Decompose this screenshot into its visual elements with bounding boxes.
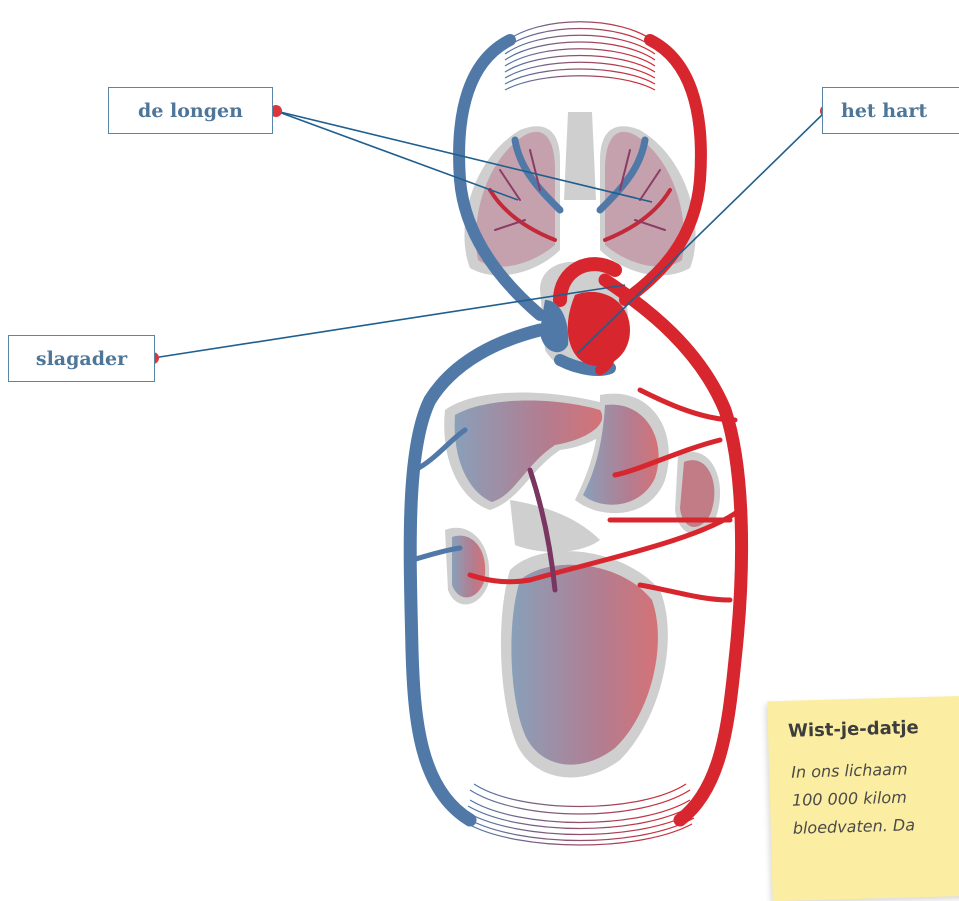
label-artery: slagader: [8, 335, 155, 382]
bottom-capillaries: [466, 784, 694, 845]
note-body: In ons lichaam 100 000 kilom bloedvaten.…: [791, 755, 916, 842]
pelvis-silhouette: [510, 500, 600, 552]
circulatory-diagram: de longen het hart slagader Wist-je-datj…: [0, 0, 959, 855]
note-line: 100 000 kilom: [792, 783, 915, 814]
note-line: bloedvaten. Da: [792, 811, 915, 842]
top-capillaries: [505, 22, 655, 90]
label-lungs: de longen: [108, 87, 273, 134]
leader-lungs-left: [276, 111, 518, 200]
note-line: In ons lichaam: [791, 755, 914, 786]
label-heart: het hart: [822, 87, 959, 134]
note-title: Wist-je-datje: [788, 717, 919, 742]
fun-fact-note: Wist-je-datje In ons lichaam 100 000 kil…: [767, 695, 959, 901]
